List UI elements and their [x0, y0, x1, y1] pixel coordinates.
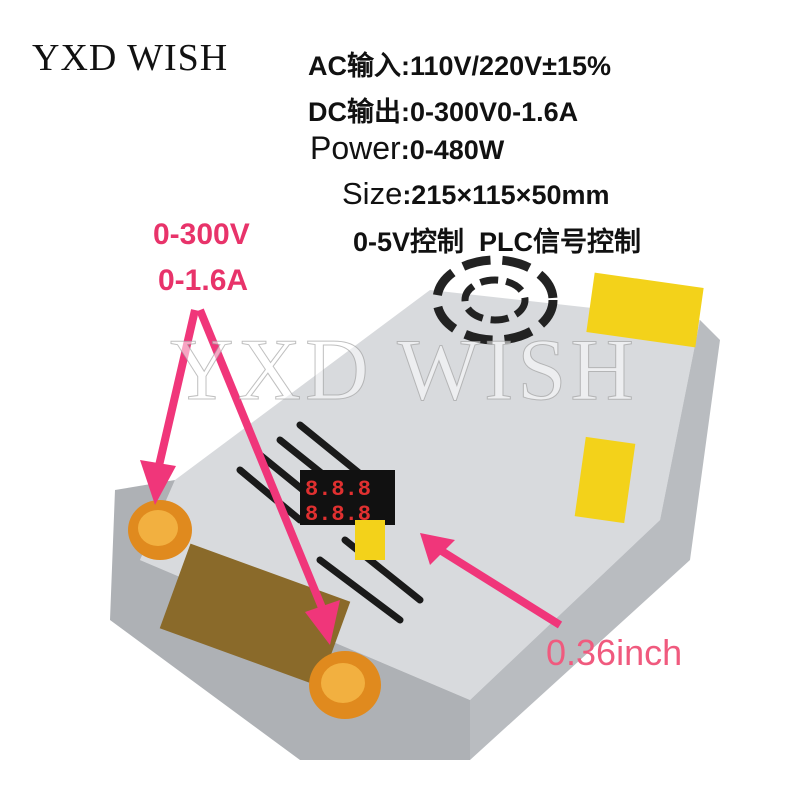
- fan-grille: [432, 255, 558, 345]
- spec-dc-output: DC输出:0-300V0-1.6A: [308, 90, 578, 129]
- current-knob: [309, 651, 381, 719]
- case-right-side: [470, 320, 720, 760]
- terminal-block: [159, 543, 351, 687]
- spec-size: Size:215×115×50mm: [342, 176, 610, 212]
- spec-label: DC输出: [308, 97, 401, 127]
- current-callout: 0-1.6A: [158, 264, 249, 297]
- brand-logo: YXD WISH: [32, 37, 229, 79]
- control-line: 0-5V控制 PLC信号控制: [353, 227, 642, 257]
- spec-value: :0-480W: [400, 135, 505, 165]
- warning-label: [586, 272, 704, 348]
- voltage-knob: [128, 500, 192, 560]
- callout-arrows: [140, 308, 563, 645]
- led-display: 8.8.8 8.8.8: [300, 470, 395, 560]
- watermark: YXD WISH: [170, 322, 638, 420]
- spec-power: Power:0-480W: [310, 130, 504, 167]
- voltage-callout: 0-300V: [153, 218, 250, 251]
- spec-label: AC输入: [308, 51, 401, 81]
- spec-value: :110V/220V±15%: [401, 51, 611, 81]
- spec-value: :215×115×50mm: [402, 180, 610, 210]
- spec-label: Size: [342, 176, 403, 211]
- spec-value: :0-300V0-1.6A: [401, 97, 579, 127]
- svg-text:8.8.8: 8.8.8: [305, 477, 371, 502]
- display-size-callout: 0.36inch: [546, 632, 683, 673]
- spec-ac-input: AC输入:110V/220V±15%: [308, 44, 611, 83]
- spec-label: Power: [310, 130, 401, 166]
- warning-label-2: [574, 436, 636, 524]
